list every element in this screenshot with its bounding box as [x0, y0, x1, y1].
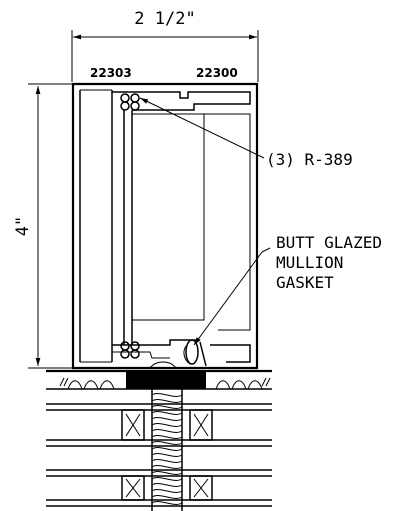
gasket: [183, 339, 207, 367]
glazing-base: [46, 369, 272, 390]
gasket-callout-line-1: BUTT GLAZED: [276, 233, 382, 252]
screw-boss-top: [120, 93, 140, 111]
backer-rod: [151, 389, 183, 511]
gasket-callout-line-3: GASKET: [276, 273, 334, 292]
height-dimension-label: 4": [13, 216, 33, 236]
width-dimension-label: 2 1/2": [134, 9, 195, 29]
glass-lites: [46, 403, 272, 507]
fastener-callout: (3) R-389: [139, 97, 353, 169]
fastener-callout-label: (3) R-389: [266, 150, 353, 169]
gasket-callout: BUTT GLAZED MULLION GASKET: [193, 233, 382, 346]
gasket-callout-line-2: MULLION: [276, 253, 343, 272]
mullion-profile: [71, 82, 259, 370]
part-number-right: 22300: [196, 66, 238, 80]
height-dimension: 4": [13, 83, 74, 369]
part-number-left: 22303: [90, 66, 132, 80]
screw-boss-bottom: [120, 341, 140, 359]
width-dimension: 2 1/2": [71, 9, 259, 82]
